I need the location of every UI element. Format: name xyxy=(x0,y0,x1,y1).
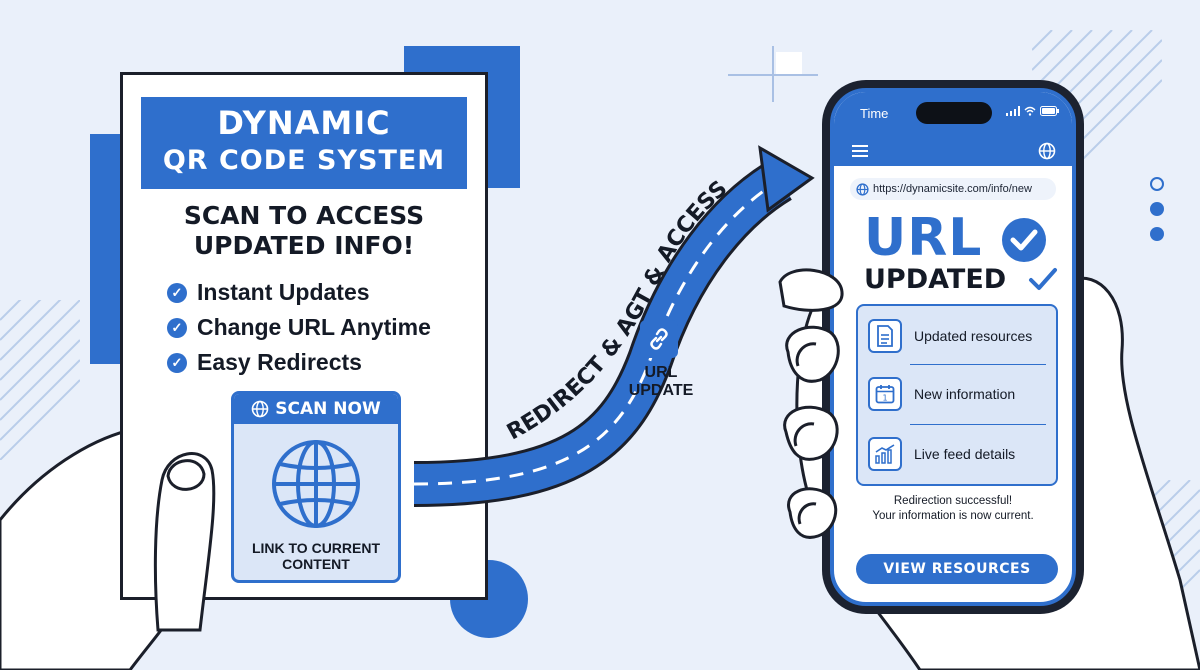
battery-icon xyxy=(1040,106,1059,116)
resource-item-live-feed[interactable]: Live feed details xyxy=(868,434,1015,474)
wifi-icon xyxy=(1024,106,1036,116)
scan-now-label: SCAN NOW xyxy=(275,399,381,419)
resource-label: New information xyxy=(914,386,1016,402)
calendar-icon: 1 xyxy=(868,377,902,411)
phone-screen: Time https://dynamicsite.com/info/new UR… xyxy=(830,88,1076,606)
address-bar-url: https://dynamicsite.com/info/new xyxy=(873,183,1032,195)
feature-label: Change URL Anytime xyxy=(197,314,431,340)
divider xyxy=(910,364,1046,365)
signal-icon xyxy=(1006,106,1020,116)
globe-icon xyxy=(251,400,269,418)
link-label-line1: LINK TO CURRENT xyxy=(251,540,381,556)
flyer-subtitle-line1: SCAN TO ACCESS xyxy=(183,201,425,230)
document-icon xyxy=(868,319,902,353)
link-to-content-label: LINK TO CURRENT CONTENT xyxy=(234,540,398,572)
dot-filled-2 xyxy=(1150,227,1164,241)
feature-item: ✓ Instant Updates xyxy=(167,275,431,310)
resource-label: Updated resources xyxy=(914,328,1033,344)
flyer-title-line1: DYNAMIC xyxy=(217,104,391,142)
check-circle-icon: ✓ xyxy=(167,352,187,373)
feature-item: ✓ Change URL Anytime xyxy=(167,310,431,345)
dot-filled-1 xyxy=(1150,202,1164,216)
url-update-icon-box xyxy=(640,320,678,358)
globe-icon xyxy=(856,182,869,196)
globe-icon[interactable] xyxy=(1038,142,1056,160)
check-circle-icon: ✓ xyxy=(167,317,187,338)
dot-outline xyxy=(1150,177,1164,191)
feature-item: ✓ Easy Redirects xyxy=(167,345,431,380)
resource-item-updated-resources[interactable]: Updated resources xyxy=(868,316,1032,356)
headline-updated: UPDATED xyxy=(864,264,1007,295)
flyer-subtitle: SCAN TO ACCESS UPDATED INFO! xyxy=(123,201,485,261)
scan-now-card[interactable]: SCAN NOW LINK TO CURRENT CONTENT xyxy=(231,391,401,583)
feature-list: ✓ Instant Updates ✓ Change URL Anytime ✓ Ea… xyxy=(167,275,431,380)
qr-flyer: DYNAMIC QR CODE SYSTEM SCAN TO ACCESS UP… xyxy=(120,72,488,600)
feature-label: Instant Updates xyxy=(197,279,370,305)
globe-icon xyxy=(272,440,360,528)
status-time: Time xyxy=(860,106,889,121)
checkmark-icon xyxy=(1029,268,1057,290)
app-bar xyxy=(834,136,1072,166)
dynamic-island xyxy=(916,102,992,124)
status-bar: Time xyxy=(834,92,1072,136)
check-circle-icon: ✓ xyxy=(167,282,187,303)
flyer-title-banner: DYNAMIC QR CODE SYSTEM xyxy=(141,97,467,189)
divider xyxy=(910,424,1046,425)
redirect-line1: Redirection successful! xyxy=(893,495,1013,507)
chart-icon xyxy=(868,437,902,471)
headline-url: URL xyxy=(864,208,983,268)
url-update-line2: UPDATE xyxy=(628,382,694,399)
link-icon xyxy=(650,328,668,350)
svg-text:1: 1 xyxy=(882,394,887,403)
bg-hatch-left xyxy=(0,300,80,460)
redirect-line2: Your information is now current. xyxy=(872,510,1034,522)
hamburger-menu-icon[interactable] xyxy=(852,144,868,158)
status-icons xyxy=(1006,106,1060,116)
feature-label: Easy Redirects xyxy=(197,349,362,375)
view-resources-button[interactable]: VIEW RESOURCES xyxy=(856,554,1058,584)
url-update-label: URL UPDATE xyxy=(616,364,706,400)
flyer-title-line2: QR CODE SYSTEM xyxy=(162,145,446,176)
resource-item-new-information[interactable]: 1 New information xyxy=(868,374,1015,414)
link-label-line2: CONTENT xyxy=(282,556,350,572)
address-bar[interactable]: https://dynamicsite.com/info/new xyxy=(850,178,1056,200)
resource-label: Live feed details xyxy=(914,446,1016,462)
resources-card: Updated resources 1 New information Live… xyxy=(856,304,1058,486)
url-update-line1: URL xyxy=(644,364,678,381)
smartphone: Time https://dynamicsite.com/info/new UR… xyxy=(822,80,1084,614)
check-circle-icon xyxy=(1002,218,1046,262)
redirect-arrow: REDIRECT & AGT & ACCESS xyxy=(413,145,815,507)
bg-plus xyxy=(728,46,818,102)
left-thumb-illustration xyxy=(153,452,216,632)
scan-now-header[interactable]: SCAN NOW xyxy=(234,394,398,424)
right-fingers-illustration xyxy=(778,268,844,539)
flyer-subtitle-line2: UPDATED INFO! xyxy=(193,231,415,260)
redirect-message: Redirection successful! Your information… xyxy=(834,494,1072,524)
